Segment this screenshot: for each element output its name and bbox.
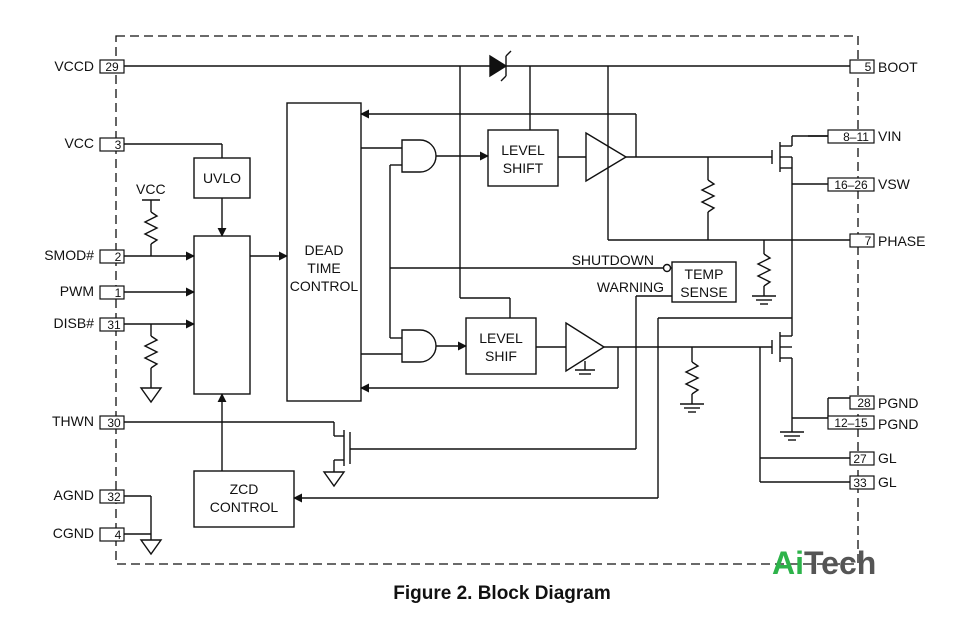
and-gate-bottom: [401, 329, 437, 363]
temp-sense-label-2: SENSE: [680, 284, 727, 300]
pin-vccd-number: 29: [105, 60, 119, 74]
watermark-accent: Ai: [772, 545, 804, 581]
dead-time-label-1: DEAD: [305, 242, 344, 258]
level-shift-top-label-1: LEVEL: [501, 142, 545, 158]
uvlo-label: UVLO: [203, 170, 241, 186]
vcc-pullup-label: VCC: [136, 181, 166, 197]
level-shift-bottom-label-1: LEVEL: [479, 330, 523, 346]
pin-gl-33-label: GL: [878, 474, 897, 490]
zcd-label-1: ZCD: [230, 481, 259, 497]
pin-boot-number: 5: [865, 60, 872, 74]
pin-pgnd-12-15: 12–15 PGND: [827, 415, 918, 432]
pin-thwn-number: 30: [107, 416, 121, 430]
pin-agnd-label: AGND: [54, 487, 94, 503]
pin-smod: 2 SMOD#: [44, 247, 125, 264]
pin-gl-33: 33 GL: [849, 474, 897, 490]
input-logic-block: [193, 235, 251, 395]
pin-disb: 31 DISB#: [54, 315, 125, 332]
pin-pwm-number: 1: [115, 286, 122, 300]
pin-pgnd-12-15-label: PGND: [878, 416, 918, 432]
pin-phase-label: PHASE: [878, 233, 925, 249]
level-shift-top-block: [487, 129, 559, 187]
zcd-label-2: CONTROL: [210, 499, 279, 515]
pin-pgnd-28-label: PGND: [878, 395, 918, 411]
pin-agnd-number: 32: [107, 490, 121, 504]
pin-pwm: 1 PWM: [60, 283, 125, 300]
pin-vsw-label: VSW: [878, 176, 911, 192]
level-shift-bottom-block: [465, 317, 537, 375]
package-outline: [115, 35, 859, 565]
pin-pgnd-28-number: 28: [857, 396, 871, 410]
level-shift-top-label-2: SHIFT: [503, 160, 544, 176]
high-side-driver: [585, 131, 628, 183]
shutdown-label: SHUTDOWN: [572, 252, 654, 268]
level-shift-bottom-label-2: SHIF: [485, 348, 517, 364]
pin-pgnd-12-15-number: 12–15: [834, 416, 868, 430]
boot-diode: [489, 54, 508, 78]
pin-smod-label: SMOD#: [44, 247, 94, 263]
pin-vccd: 29 VCCD: [54, 58, 125, 74]
pin-vsw: 16–26 VSW: [827, 176, 911, 192]
pin-phase: 7 PHASE: [849, 233, 925, 249]
pin-smod-number: 2: [115, 250, 122, 264]
dead-time-label-2: TIME: [307, 260, 340, 276]
pin-vcc-label: VCC: [64, 135, 94, 151]
pin-boot-label: BOOT: [878, 59, 918, 75]
pin-disb-number: 31: [107, 318, 121, 332]
pin-pwm-label: PWM: [60, 283, 94, 299]
pin-disb-label: DISB#: [54, 315, 95, 331]
pin-cgnd-number: 4: [115, 528, 122, 542]
aitech-watermark: AiTech: [772, 545, 876, 581]
pin-agnd: 32 AGND: [54, 487, 125, 504]
pin-vin-label: VIN: [878, 128, 901, 144]
pin-vsw-number: 16–26: [834, 178, 868, 192]
temp-sense-label-1: TEMP: [685, 266, 724, 282]
dead-time-label-3: CONTROL: [290, 278, 359, 294]
pin-gl-33-number: 33: [853, 476, 867, 490]
and-gate-top: [401, 139, 437, 173]
figure-caption: Figure 2. Block Diagram: [393, 583, 611, 604]
pin-vin: 8–11 VIN: [827, 128, 901, 144]
pin-gl-27-number: 27: [853, 452, 867, 466]
pin-thwn-label: THWN: [52, 413, 94, 429]
watermark-rest: Tech: [804, 545, 876, 581]
pin-vccd-label: VCCD: [54, 58, 94, 74]
pin-gl-27: 27 GL: [849, 450, 897, 466]
pin-vcc: 3 VCC: [64, 135, 125, 152]
pin-vcc-number: 3: [115, 138, 122, 152]
warning-label: WARNING: [597, 279, 664, 295]
pin-vin-number: 8–11: [843, 130, 869, 144]
pin-phase-number: 7: [865, 234, 872, 248]
pin-thwn: 30 THWN: [52, 413, 125, 430]
temp-sense-block: [671, 261, 737, 303]
pin-boot: 5 BOOT: [849, 59, 918, 75]
pin-gl-27-label: GL: [878, 450, 897, 466]
pin-cgnd-label: CGND: [53, 525, 94, 541]
pin-cgnd: 4 CGND: [53, 525, 125, 542]
pin-pgnd-28: 28 PGND: [849, 395, 918, 411]
